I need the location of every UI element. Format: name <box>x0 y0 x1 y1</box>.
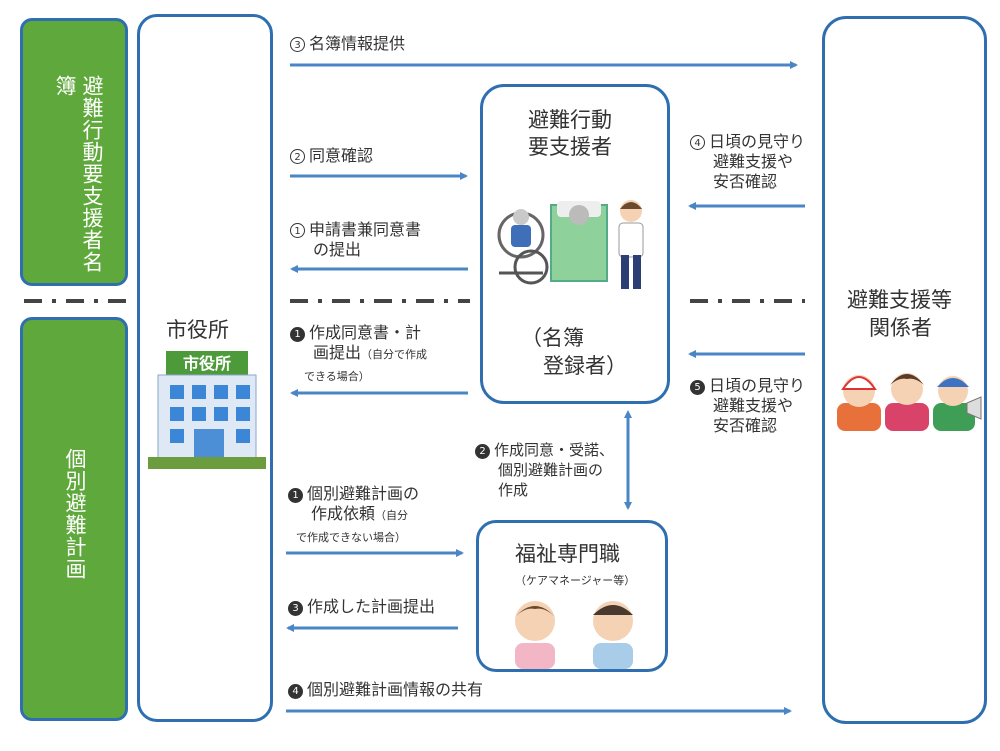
welfare-title: 福祉専門職 <box>515 542 620 566</box>
city-hall-sign-text: 市役所 <box>183 354 231 373</box>
marker-filled-1: 1 <box>290 327 305 342</box>
welfare-box: 福祉専門職 （ケアマネージャー等） <box>476 520 668 672</box>
city-hall-box: 市役所 市役所 <box>137 14 273 722</box>
marker-filled-5: 5 <box>690 380 705 395</box>
marker-filled-4: 4 <box>288 684 303 699</box>
person-title-1: 避難行動 <box>528 108 612 132</box>
marker-2: 2 <box>290 149 305 164</box>
person-title-2: 要支援者 <box>528 135 612 159</box>
marker-filled-3: 3 <box>288 601 303 616</box>
marker-filled-2: 2 <box>475 444 490 459</box>
helpers-illustration-icon <box>837 373 982 431</box>
person-box: 避難行動 要支援者 （名簿 登録者） <box>480 84 670 404</box>
person-sub-2: 登録者） <box>543 354 627 378</box>
stakeholders-title-2: 関係者 <box>869 316 932 340</box>
marker-filled-1b: 1 <box>288 488 303 503</box>
person-sub-1: （名簿 <box>521 326 584 350</box>
stakeholders-box: 避難支援等 関係者 <box>822 16 987 724</box>
welfare-staff-illustration-icon <box>515 601 633 669</box>
section-plan-box: 個別避難計画 <box>20 317 128 721</box>
city-hall-label: 市役所 <box>166 318 229 342</box>
marker-3: 3 <box>290 37 305 52</box>
section-list-box: 避難行動要支援者名簿 <box>20 18 128 286</box>
care-recipients-illustration-icon <box>497 200 644 289</box>
section-list-label: 避難行動要支援者名簿 <box>53 75 104 273</box>
city-hall-building-icon: 市役所 <box>148 351 266 469</box>
welfare-subtitle: （ケアマネージャー等） <box>515 574 636 587</box>
stakeholders-title-1: 避難支援等 <box>847 288 952 312</box>
marker-4: 4 <box>690 135 705 150</box>
section-plan-label: 個別避難計画 <box>63 448 87 580</box>
marker-1: 1 <box>290 223 305 238</box>
